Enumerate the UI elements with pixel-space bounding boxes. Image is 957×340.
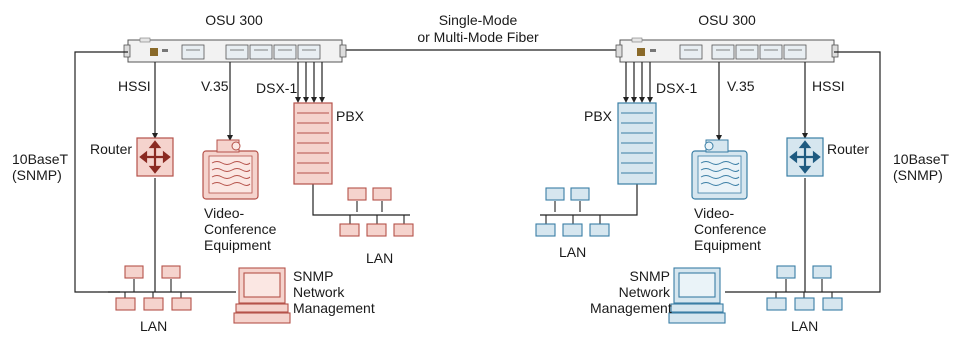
left-osu-title: OSU 300: [205, 12, 263, 28]
right-snmp-label-2: Network: [618, 284, 670, 300]
right-video-label-3: Equipment: [694, 237, 761, 253]
left-bottom-lan-label: LAN: [140, 318, 168, 334]
right-video-conference-icon: [691, 139, 748, 200]
right-pbx: [617, 102, 657, 185]
right-router-label: Router: [827, 141, 870, 157]
right-video-label-1: Video-: [694, 205, 735, 221]
left-mid-lan: [339, 187, 414, 237]
left-snmp-label-2: Network: [293, 284, 345, 300]
left-video-label-1: Video-: [204, 205, 245, 221]
left-video-conference-icon: [202, 139, 259, 200]
right-snmp-label-1: SNMP: [629, 268, 670, 284]
right-pbx-label: PBX: [584, 108, 613, 124]
fiber-label-2: or Multi-Mode Fiber: [417, 29, 539, 45]
left-osu-300-device: [123, 37, 347, 63]
right-mid-lan-label: LAN: [559, 244, 587, 260]
left-10baset-label-1: 10BaseT: [12, 151, 69, 167]
left-mid-lan-label: LAN: [366, 250, 394, 266]
right-video-label-2: Conference: [694, 221, 767, 237]
left-connections: [74, 51, 410, 293]
left-pbx-label: PBX: [336, 108, 365, 124]
right-10baset-label-2: (SNMP): [893, 167, 943, 183]
left-video-label-3: Equipment: [204, 237, 271, 253]
right-hssi-label: HSSI: [812, 78, 845, 94]
right-mid-lan: [535, 187, 610, 237]
left-video-label-2: Conference: [204, 221, 277, 237]
right-snmp-label-3: Management: [590, 300, 672, 316]
right-router: [786, 137, 824, 177]
right-connections: [540, 51, 881, 293]
right-snmp-workstation: [668, 267, 726, 324]
left-snmp-label-1: SNMP: [293, 268, 334, 284]
right-dsx1-label: DSX-1: [656, 80, 698, 96]
left-hssi-label: HSSI: [118, 78, 151, 94]
right-osu-300-device: [615, 37, 839, 63]
left-router-label: Router: [90, 141, 133, 157]
right-v35-label: V.35: [727, 78, 755, 94]
right-bottom-lan: [766, 265, 843, 311]
left-v35-label: V.35: [201, 78, 229, 94]
left-router: [136, 137, 174, 177]
left-dsx1-label: DSX-1: [256, 80, 298, 96]
left-snmp-label-3: Management: [293, 300, 375, 316]
right-bottom-lan-label: LAN: [791, 318, 819, 334]
left-pbx: [293, 102, 333, 185]
left-snmp-workstation: [233, 267, 291, 324]
left-bottom-lan: [115, 265, 192, 311]
left-10baset-label-2: (SNMP): [12, 167, 62, 183]
right-10baset-label-1: 10BaseT: [893, 151, 950, 167]
fiber-label-1: Single-Mode: [438, 12, 518, 28]
right-osu-title: OSU 300: [698, 12, 756, 28]
